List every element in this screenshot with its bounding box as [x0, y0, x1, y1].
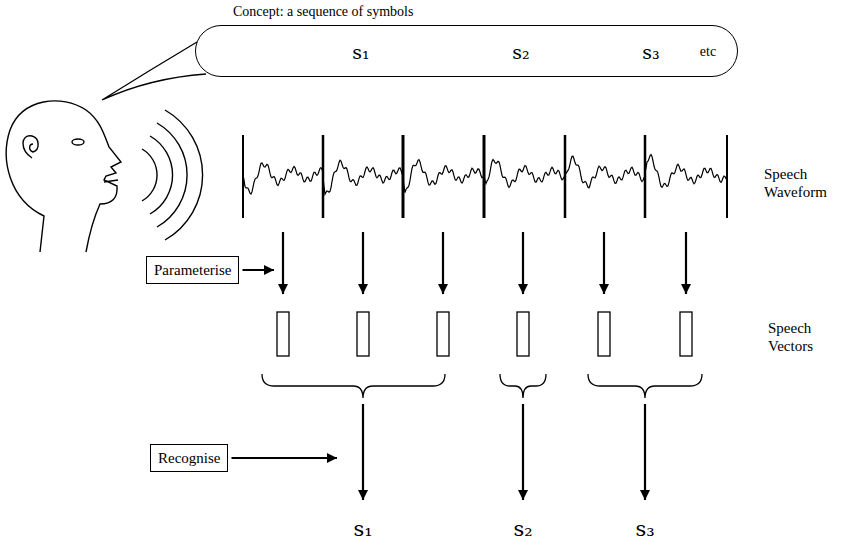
symbol-arrows [363, 404, 645, 500]
speech-bubble: Concept: a sequence of symbolss₁s₂s₃etc [195, 25, 738, 77]
speaker-head [6, 101, 121, 252]
process-box: Recognise [150, 444, 228, 472]
axis-label: Speech Waveform [764, 165, 844, 201]
etc-label: etc [700, 44, 716, 61]
bubble-tail [102, 42, 206, 100]
symbol-label: s₂ [513, 517, 532, 542]
pointer-arrow [243, 269, 275, 271]
symbol-label: s₁ [353, 517, 372, 542]
process-box: Parameterise [146, 256, 239, 284]
symbol-label: s₁ [352, 41, 369, 64]
bubble-heading: Concept: a sequence of symbols [233, 4, 413, 21]
symbol-label: s₃ [635, 517, 654, 542]
frame-arrows [283, 232, 686, 294]
box-label: Recognise [158, 450, 220, 466]
sound-waves [142, 110, 203, 240]
symbol-label: s₃ [642, 41, 659, 64]
frame-bars [243, 135, 727, 218]
speech-vectors [277, 312, 692, 356]
grouping-braces [262, 374, 702, 398]
symbol-label: s₂ [512, 41, 529, 64]
box-label: Parameterise [154, 262, 231, 278]
pointer-arrow [232, 457, 338, 459]
axis-label: Speech Vectors [768, 319, 847, 355]
